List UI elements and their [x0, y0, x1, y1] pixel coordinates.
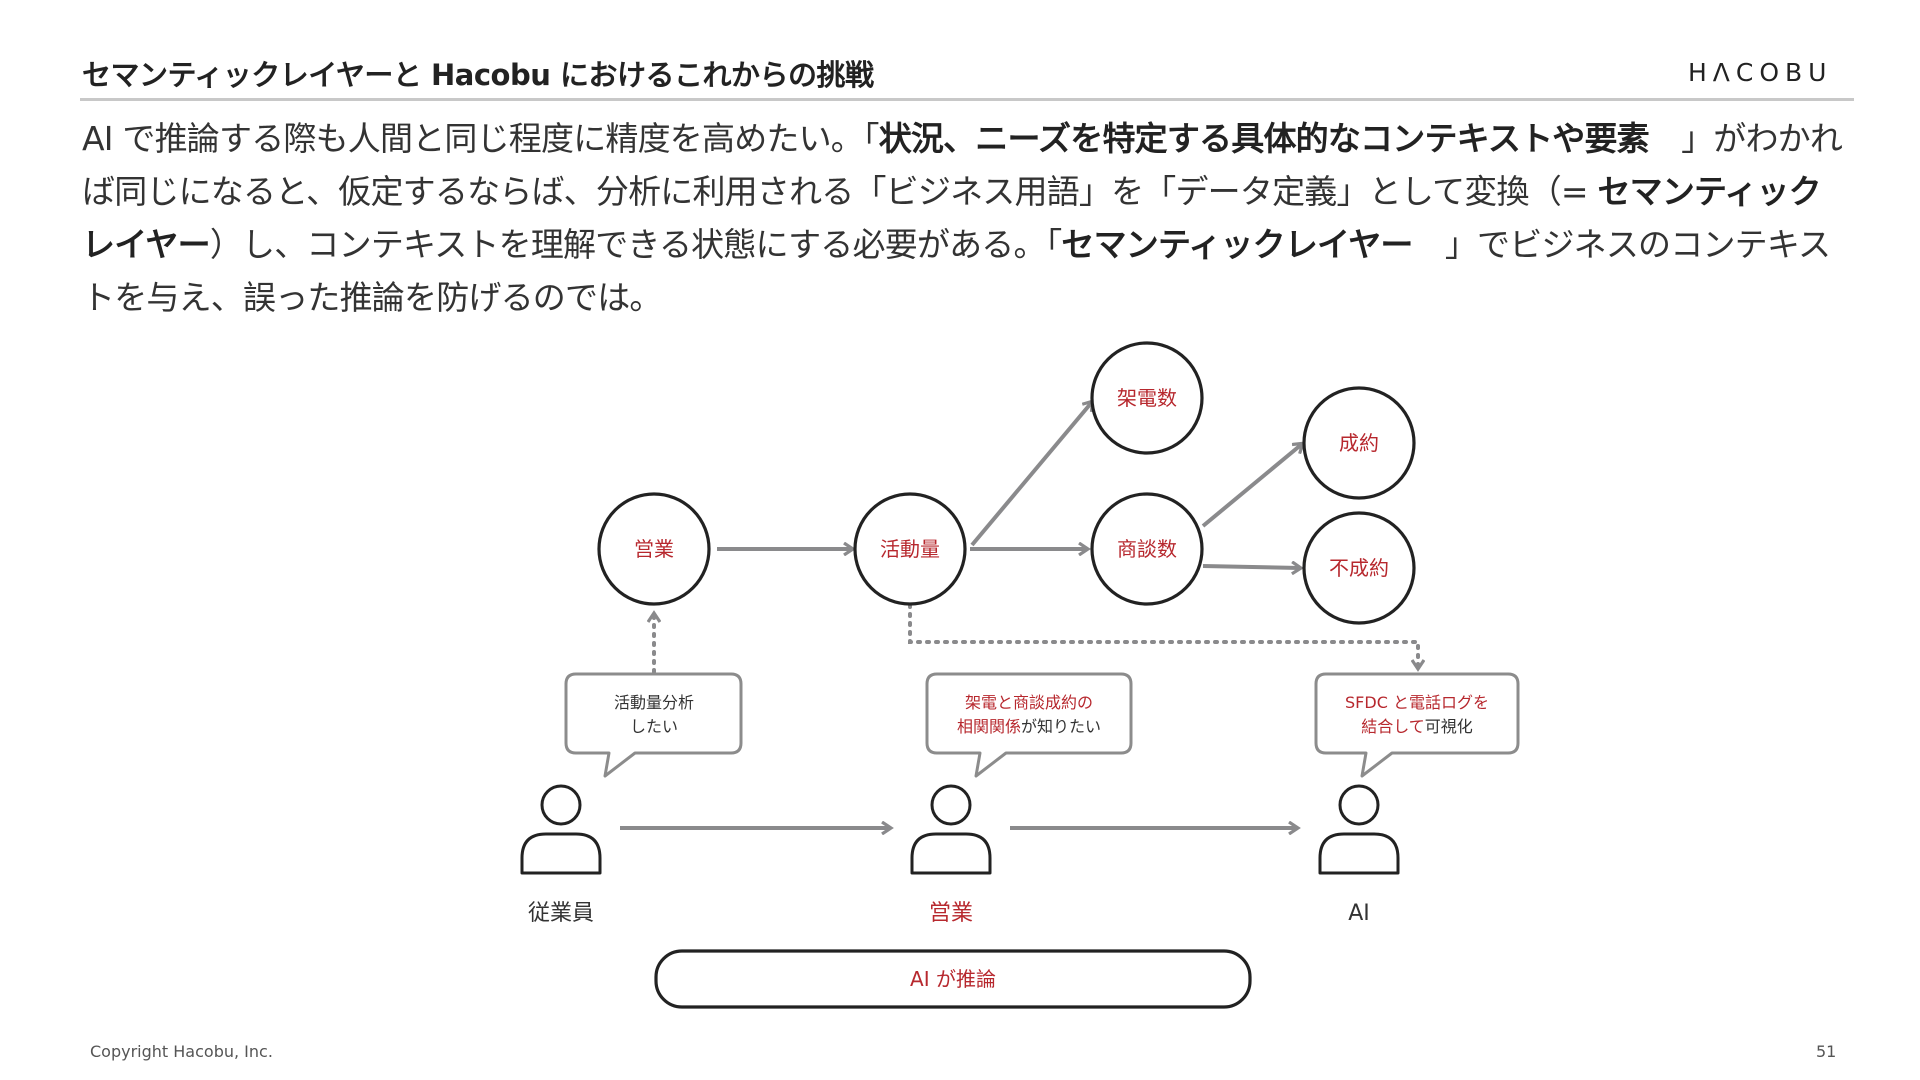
node-shodan: 商談数 — [1090, 492, 1204, 606]
body-bold-2: セマンティックレイヤー — [82, 172, 1822, 264]
node-eigyo: 営業 — [597, 492, 711, 606]
node-katsudo-label: 活動量 — [880, 537, 940, 561]
node-fuseiyaku-label: 不成約 — [1329, 556, 1389, 580]
arrow-shodan-to-fuseiyaku — [1202, 566, 1300, 568]
bubble-ai-line1: SFDC と電話ログを — [1345, 693, 1489, 712]
body-text-3: ）し、コンテキストを理解できる状態にする必要がある。「 — [209, 225, 1062, 264]
node-kaden-label: 架電数 — [1117, 386, 1177, 410]
bubble-sales-line2: 相関関係が知りたい — [957, 717, 1101, 736]
dotted-arrow-katsudo-to-ai — [908, 603, 1418, 668]
banner-label: AI が推論 — [910, 967, 996, 991]
person-label-sales: 営業 — [929, 901, 973, 926]
footer-copyright: Copyright Hacobu, Inc. — [90, 1042, 273, 1061]
person-label-ai: AI — [1348, 901, 1370, 926]
node-kaden: 架電数 — [1090, 341, 1204, 455]
bubble-ai-line2: 結合して可視化 — [1361, 717, 1473, 736]
bubble-sales-line2-red: 相関関係 — [957, 717, 1021, 736]
node-seiyaku-label: 成約 — [1339, 431, 1379, 455]
node-seiyaku: 成約 — [1302, 386, 1416, 500]
node-katsudo: 活動量 — [853, 492, 967, 606]
ai-inference-banner: AI が推論 — [654, 949, 1252, 1009]
page-number: 51 — [1816, 1042, 1837, 1061]
slide-title: セマンティックレイヤーと Hacobu におけるこれからの挑戦 — [82, 58, 874, 92]
body-bold-1: 状況、ニーズを特定する具体的なコンテキストや要素 — [878, 119, 1650, 158]
person-icon-sales — [910, 784, 992, 875]
person-label-employee: 従業員 — [528, 901, 594, 926]
node-fuseiyaku: 不成約 — [1302, 511, 1416, 625]
bubble-sales-line1: 架電と商談成約の — [965, 693, 1093, 712]
bubble-sales-line2-dark: が知りたい — [1021, 717, 1101, 736]
node-eigyo-label: 営業 — [634, 537, 674, 561]
bubble-employee-line1: 活動量分析 — [614, 693, 694, 712]
bubble-ai-line2-red: 結合して — [1361, 717, 1425, 736]
body-text-1: AI で推論する際も人間と同じ程度に精度を高めたい。「 — [82, 119, 880, 158]
hacobu-logo: HΛCOBU — [1688, 58, 1833, 87]
bubble-ai-line2-dark: 可視化 — [1425, 717, 1473, 736]
body-text-4: 」でビジネスのコンテキストを与え、誤った推論を防げるのでは。 — [82, 225, 1831, 317]
speech-bubble-employee: 活動量分析 したい — [564, 672, 743, 778]
body-text-2: 」がわかれば同じになると、仮定するならば、分析に利用される「ビジネス用語」を「デ… — [82, 119, 1843, 211]
speech-bubble-sales: 架電と商談成約の 相関関係が知りたい — [925, 672, 1133, 778]
body-paragraph: AI で推論する際も人間と同じ程度に精度を高めたい。「状況、ニーズを特定する具体… — [82, 112, 1852, 324]
bubble-employee-line2: したい — [630, 717, 678, 736]
node-shodan-label: 商談数 — [1117, 537, 1177, 561]
speech-bubble-ai: SFDC と電話ログを 結合して可視化 — [1314, 672, 1520, 778]
arrow-shodan-to-seiyaku — [1201, 444, 1302, 528]
title-divider — [80, 98, 1854, 101]
person-icon-ai — [1318, 784, 1400, 875]
arrow-katsudo-to-kaden — [970, 402, 1092, 547]
body-bold-3: セマンティックレイヤー — [1061, 225, 1413, 264]
person-icon-employee — [520, 784, 602, 875]
